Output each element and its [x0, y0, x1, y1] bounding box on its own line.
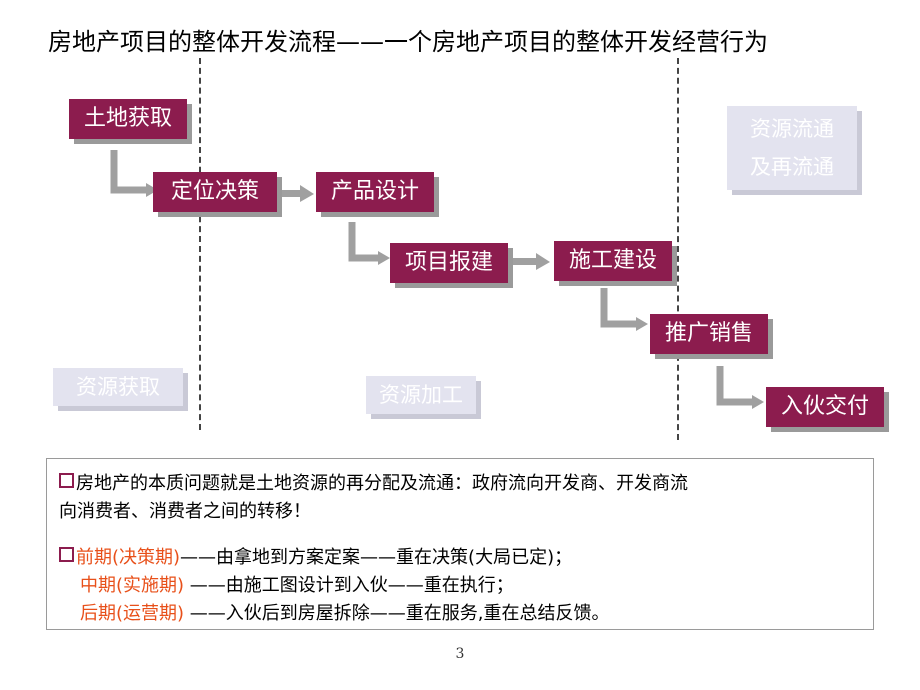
- phase-circulation-line1: 资源流通: [750, 117, 834, 141]
- connector-land-to-positioning: [110, 150, 158, 197]
- summary-para1-line2-text: 向消费者、消费者之间的转移！: [59, 501, 311, 522]
- connector-sales-to-handover: [716, 366, 764, 409]
- late-phase-label: 后期(运营期): [80, 603, 185, 624]
- connector-design-to-approval: [348, 222, 390, 265]
- step-land-acquisition: 土地获取: [69, 99, 187, 139]
- step-sales: 推广销售: [650, 314, 768, 354]
- phase-resource-acquisition: 资源获取: [53, 368, 183, 406]
- divider-line-1: [199, 58, 201, 430]
- late-phase-text: ——入伙后到房屋拆除——重在服务,重在总结反馈。: [184, 603, 610, 624]
- page-number: 3: [455, 646, 465, 662]
- summary-para1-line2: 向消费者、消费者之间的转移！: [59, 497, 311, 523]
- step-product-design: 产品设计: [316, 172, 434, 212]
- middle-phase-text: ——由施工图设计到入伙——重在执行；: [184, 575, 514, 596]
- connector-approval-to-construction: [510, 253, 550, 270]
- step-construction: 施工建设: [554, 241, 672, 281]
- early-phase-text: ——由拿地到方案定案——重在决策(大局已定)；: [180, 547, 573, 568]
- divider-line-2: [677, 58, 679, 440]
- summary-box: 房地产的本质问题就是土地资源的再分配及流通：政府流向开发商、开发商流 向消费者、…: [46, 458, 874, 630]
- connector-positioning-to-design: [280, 185, 314, 202]
- summary-para1-line1: 房地产的本质问题就是土地资源的再分配及流通：政府流向开发商、开发商流: [59, 469, 688, 495]
- summary-para1-line1-text: 房地产的本质问题就是土地资源的再分配及流通：政府流向开发商、开发商流: [76, 473, 688, 494]
- step-positioning: 定位决策: [153, 172, 277, 212]
- middle-phase-label: 中期(实施期): [80, 575, 185, 596]
- step-project-approval: 项目报建: [390, 243, 508, 283]
- summary-early-phase: 前期(决策期)——由拿地到方案定案——重在决策(大局已定)；: [59, 543, 572, 569]
- connector-construction-to-sales: [600, 288, 648, 331]
- phase-resource-circulation: 资源流通 及再流通: [727, 106, 857, 190]
- square-bullet-icon: [59, 473, 74, 488]
- page-title: 房地产项目的整体开发流程——一个房地产项目的整体开发经营行为: [48, 28, 768, 56]
- phase-resource-processing: 资源加工: [366, 376, 476, 414]
- summary-late-phase: 后期(运营期) ——入伙后到房屋拆除——重在服务,重在总结反馈。: [80, 599, 610, 625]
- early-phase-label: 前期(决策期): [76, 547, 181, 568]
- square-bullet-icon: [59, 547, 74, 562]
- summary-middle-phase: 中期(实施期) ——由施工图设计到入伙——重在执行；: [80, 571, 514, 597]
- step-handover: 入伙交付: [766, 387, 884, 427]
- phase-circulation-line2: 及再流通: [750, 155, 834, 179]
